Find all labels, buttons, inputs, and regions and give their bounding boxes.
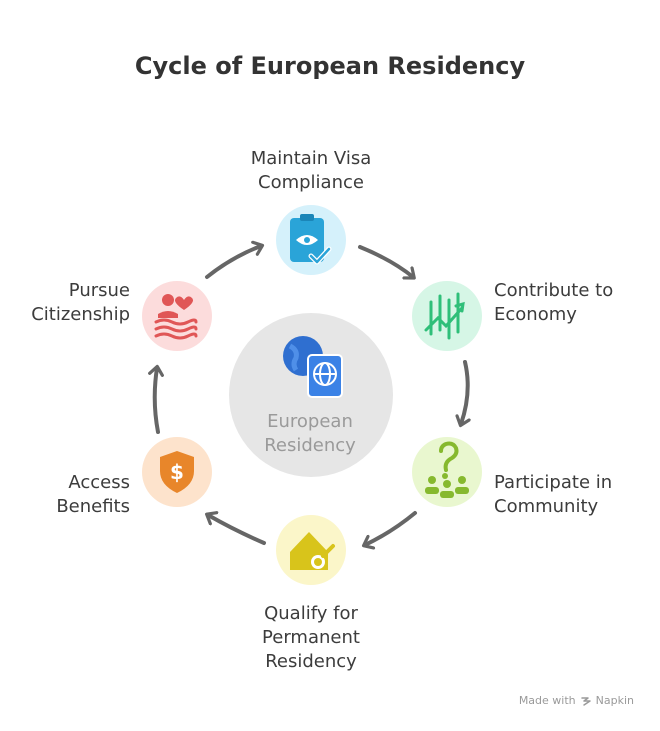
center-label-line1: European xyxy=(267,411,353,432)
step-contribute-node xyxy=(412,281,482,351)
step-label-qualify: Qualify for Permanent Residency xyxy=(262,603,360,672)
arrow-pursue-to-maintain xyxy=(205,240,265,279)
arrow-contribute-to-participate xyxy=(455,360,471,428)
community-people-icon xyxy=(425,441,469,498)
arrow-access-to-pursue xyxy=(148,364,164,434)
napkin-logo-icon xyxy=(580,696,591,706)
cycle-arrows xyxy=(148,240,471,550)
step-qualify-node xyxy=(276,515,346,585)
arrow-qualify-to-access xyxy=(205,511,266,545)
growth-chart-icon xyxy=(424,292,465,340)
step-access-node: $ xyxy=(142,437,212,507)
diagram-title: Cycle of European Residency xyxy=(134,52,526,80)
step-pursue-node xyxy=(142,281,212,351)
center-label: European Residency xyxy=(230,410,390,458)
footer-brand: Napkin xyxy=(595,694,634,707)
house-key-icon xyxy=(290,532,335,570)
person-heart-flag-icon xyxy=(154,294,198,340)
step-label-contribute: Contribute to Economy xyxy=(494,280,614,325)
step-label-access: Access Benefits xyxy=(56,472,130,517)
arrow-participate-to-qualify xyxy=(361,511,417,550)
footer-prefix: Made with xyxy=(518,694,576,707)
step-label-maintain: Maintain Visa Compliance xyxy=(250,148,372,193)
step-label-participate: Participate in Community xyxy=(494,472,613,517)
step-label-pursue: Pursue Citizenship xyxy=(31,280,130,325)
footer-credit: Made with Napkin xyxy=(519,694,634,707)
globe-passport-icon xyxy=(283,336,343,398)
shield-dollar-icon: $ xyxy=(160,451,194,493)
clipboard-check-icon xyxy=(290,214,332,265)
step-participate-node xyxy=(412,437,482,507)
arrow-maintain-to-contribute xyxy=(358,245,416,280)
center-label-line2: Residency xyxy=(264,435,356,456)
svg-text:$: $ xyxy=(170,460,184,484)
step-maintain-node xyxy=(276,205,346,275)
